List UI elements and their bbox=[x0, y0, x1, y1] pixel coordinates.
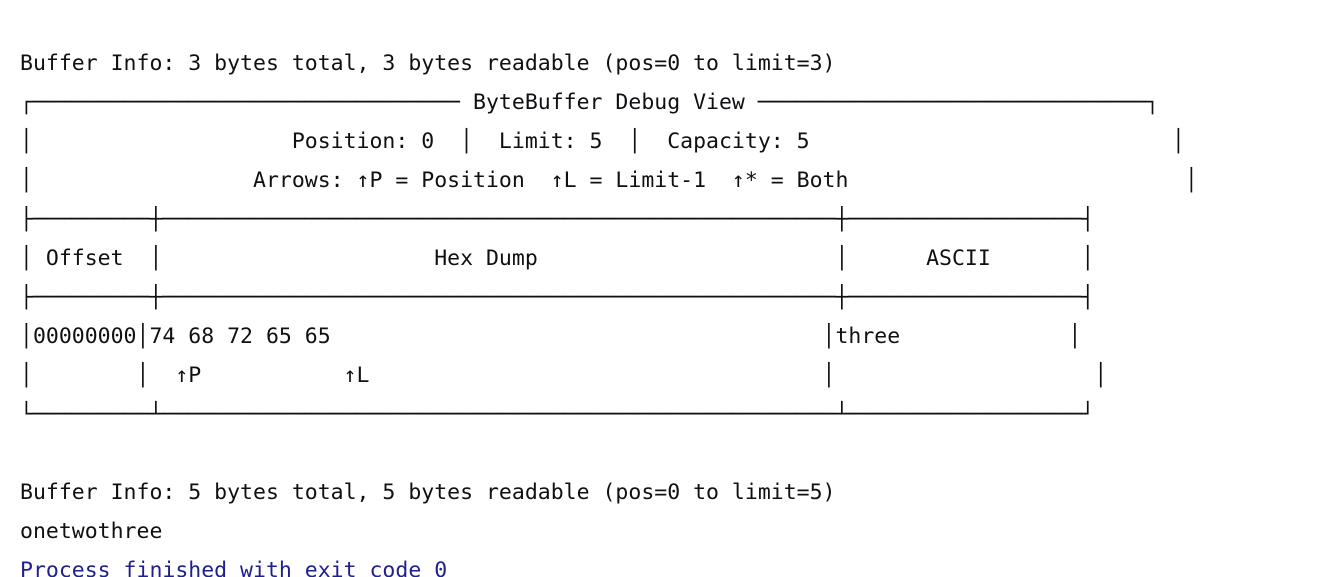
buffer-info-line-2: Buffer Info: 5 bytes total, 5 bytes read… bbox=[20, 480, 836, 505]
buffer-info-line-1: Buffer Info: 3 bytes total, 3 bytes read… bbox=[20, 51, 836, 76]
table-header-row: │ Offset │ Hex Dump │ ASCII │ bbox=[20, 246, 1095, 271]
process-exit-message: Process finished with exit code 0 bbox=[20, 558, 448, 577]
debug-box-top-border: ┌───────────────────────────────── ByteB… bbox=[20, 90, 1160, 115]
table-separator-top: ├─────────┼─────────────────────────────… bbox=[20, 207, 1095, 232]
table-separator-middle: ├─────────┼─────────────────────────────… bbox=[20, 285, 1095, 310]
debug-box-bottom-border: └─────────┴─────────────────────────────… bbox=[20, 402, 1095, 427]
program-output-line: onetwothree bbox=[20, 519, 163, 544]
table-arrow-marker-row: │ │ ↑P ↑L │ │ bbox=[20, 363, 1108, 388]
debug-box-stats-line: │ Position: 0 │ Limit: 5 │ Capacity: 5 │ bbox=[20, 129, 1185, 154]
debug-box-arrows-legend-line: │ Arrows: ↑P = Position ↑L = Limit-1 ↑* … bbox=[20, 168, 1198, 193]
table-row: │00000000│74 68 72 65 65 │three │ bbox=[20, 324, 1082, 349]
